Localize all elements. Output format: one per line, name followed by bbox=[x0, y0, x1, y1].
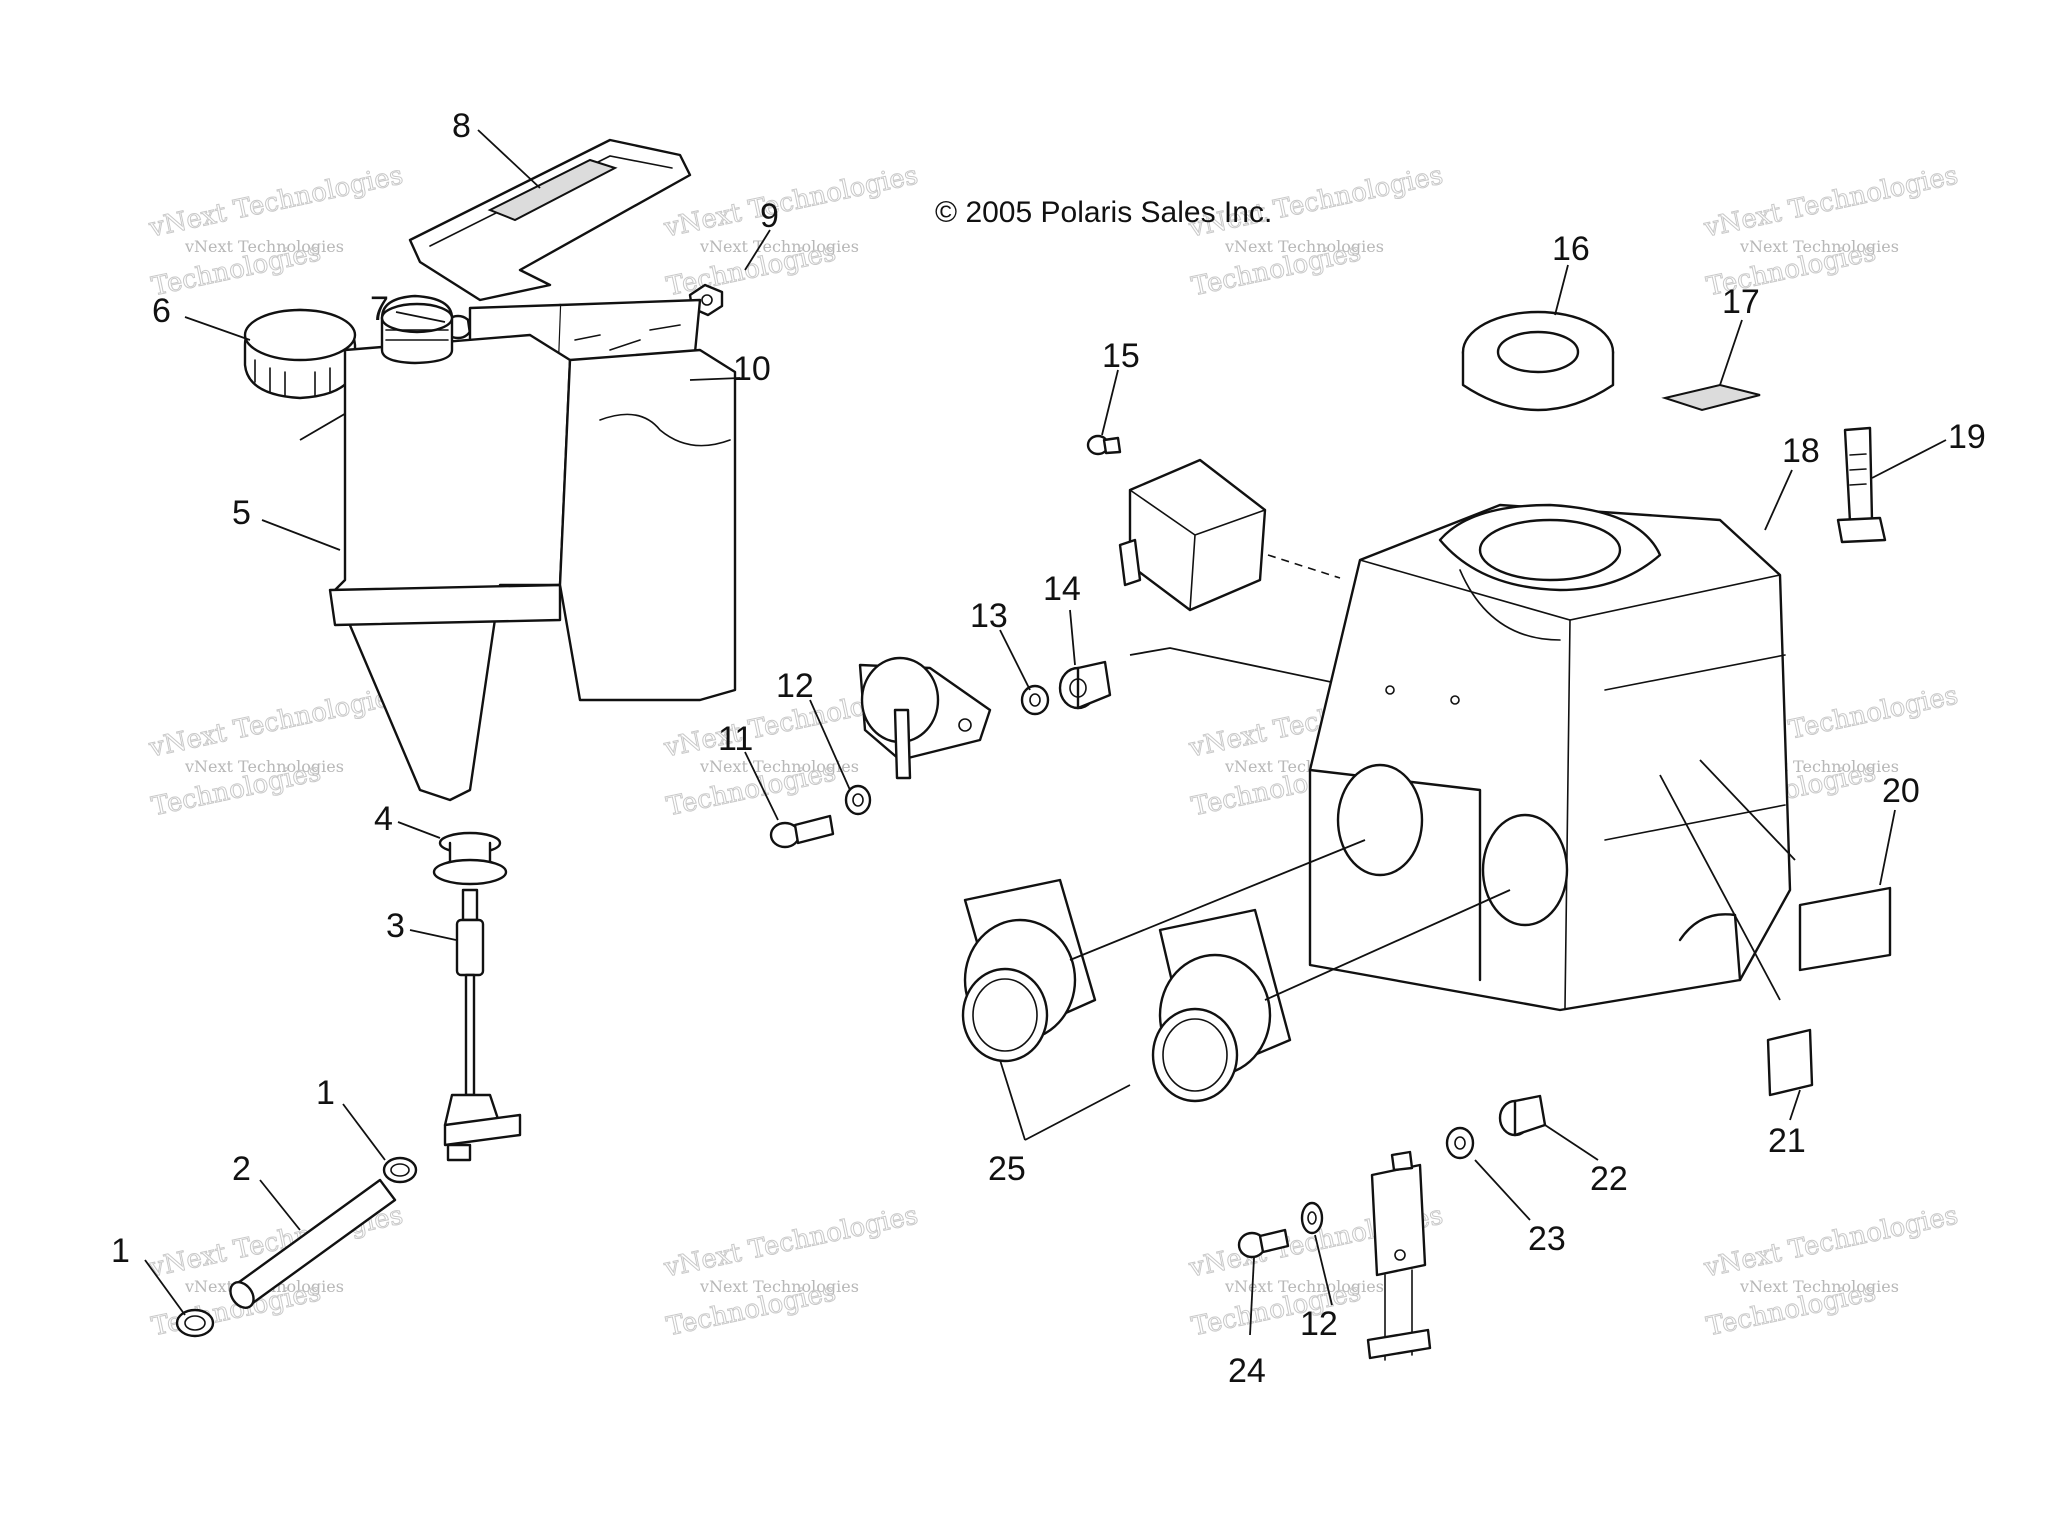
assembly-line-module bbox=[1267, 554, 1341, 579]
part-21-label bbox=[1766, 1028, 1814, 1097]
callout-numbers: 8 9 7 6 10 5 4 3 1 2 1 11 12 13 14 15 16… bbox=[111, 107, 1986, 1390]
part-5-oil-tank bbox=[328, 294, 737, 802]
part-4-grommet bbox=[432, 831, 508, 886]
watermark-text: vNext Technologies bbox=[1701, 1200, 1961, 1283]
callout-10: 10 bbox=[733, 350, 771, 388]
watermark-text: vNext Technologies bbox=[146, 680, 406, 763]
callout-25: 25 bbox=[988, 1150, 1026, 1188]
watermark-text: vNext Technologies bbox=[146, 160, 406, 243]
part-16-foam-ring bbox=[1461, 310, 1615, 412]
watermark-text: vNext Technologies bbox=[1224, 237, 1384, 256]
callout-21: 21 bbox=[1768, 1122, 1806, 1160]
part-15-screw bbox=[1086, 434, 1122, 456]
part-13-washer bbox=[1020, 684, 1050, 716]
part-22-spacer bbox=[1498, 1094, 1547, 1137]
part-19-latch bbox=[1836, 426, 1887, 544]
callout-24: 24 bbox=[1228, 1352, 1266, 1390]
part-11-bolt bbox=[769, 814, 835, 849]
part-14-spacer bbox=[1058, 660, 1112, 710]
callout-23: 23 bbox=[1528, 1220, 1566, 1258]
watermark-text: vNext Technologies bbox=[184, 757, 344, 776]
watermark-text: vNext Technologies bbox=[1739, 1277, 1899, 1296]
watermark-text: vNext Technologies bbox=[661, 160, 921, 243]
watermark-text: vNext Technologies bbox=[184, 237, 344, 256]
assembly-line-20 bbox=[1699, 759, 1796, 861]
watermark: vNext Technologies vNext Technologies Te… bbox=[1700, 1200, 1961, 1343]
part-12-washer-upper bbox=[844, 784, 872, 816]
part-3-pickup-sensor bbox=[443, 888, 522, 1162]
part-12-washer-lower bbox=[1300, 1201, 1324, 1235]
part-2-hose bbox=[229, 1178, 397, 1309]
part-20-label bbox=[1798, 886, 1892, 972]
part-8-tank-cover bbox=[408, 138, 692, 302]
assembly-line-boot-right bbox=[1264, 889, 1511, 1001]
callout-11: 11 bbox=[718, 720, 753, 758]
callout-12-upper: 12 bbox=[776, 667, 814, 705]
callout-5: 5 bbox=[232, 494, 251, 532]
watermark-text: vNext Technologies bbox=[699, 237, 859, 256]
callout-3: 3 bbox=[386, 907, 405, 945]
callout-16: 16 bbox=[1552, 230, 1590, 268]
callout-9: 9 bbox=[760, 197, 779, 235]
callout-2: 2 bbox=[232, 1150, 251, 1188]
watermark-text: vNext Technologies bbox=[699, 1277, 859, 1296]
watermark: vNext Technologies vNext Technologies Te… bbox=[660, 160, 921, 303]
callout-19: 19 bbox=[1948, 418, 1986, 456]
part-17-label bbox=[1661, 383, 1761, 412]
watermark: vNext Technologies vNext Technologies Te… bbox=[1185, 160, 1446, 303]
parts-layer bbox=[175, 138, 1892, 1361]
part-23-washer bbox=[1445, 1126, 1475, 1160]
watermark-text: vNext Technologies bbox=[1701, 160, 1961, 243]
part-18-airbox bbox=[1308, 503, 1792, 1012]
callout-18: 18 bbox=[1782, 432, 1820, 470]
watermark: vNext Technologies vNext Technologies Te… bbox=[145, 680, 406, 823]
watermark-text: vNext Technologies bbox=[1224, 1277, 1384, 1296]
ignition-coil bbox=[1366, 1150, 1432, 1361]
copyright-notice: © 2005 Polaris Sales Inc. bbox=[935, 196, 1272, 229]
callout-7: 7 bbox=[370, 290, 389, 328]
part-25-intake-boot-left bbox=[961, 878, 1097, 1063]
watermark-text: vNext Technologies bbox=[661, 1200, 921, 1283]
callout-6: 6 bbox=[152, 292, 171, 330]
callout-13: 13 bbox=[970, 597, 1008, 635]
part-24-bolt bbox=[1237, 1228, 1290, 1259]
watermark-text: vNext Technologies bbox=[1739, 237, 1899, 256]
assembly-line-21 bbox=[1659, 774, 1781, 1001]
fuel-pump bbox=[858, 656, 992, 780]
callout-leaders bbox=[144, 129, 1947, 1336]
callout-1-upper: 1 bbox=[316, 1074, 335, 1112]
watermark: vNext Technologies vNext Technologies Te… bbox=[660, 1200, 921, 1343]
part-1-hose-clamp-upper bbox=[382, 1156, 418, 1184]
part-6-tank-cap bbox=[243, 308, 357, 400]
watermark: vNext Technologies vNext Technologies Te… bbox=[1700, 160, 1961, 303]
assembly-line-boot-left bbox=[1069, 839, 1366, 961]
callout-1-lower: 1 bbox=[111, 1232, 130, 1270]
callout-22: 22 bbox=[1590, 1160, 1628, 1198]
callout-8: 8 bbox=[452, 107, 471, 145]
cdi-module bbox=[1118, 458, 1267, 612]
watermark: vNext Technologies vNext Technologies Te… bbox=[145, 160, 406, 303]
watermark-text: vNext Technologies bbox=[699, 757, 859, 776]
callout-17: 17 bbox=[1722, 283, 1760, 321]
part-1-hose-clamp-lower bbox=[175, 1308, 215, 1338]
callout-4: 4 bbox=[374, 800, 393, 838]
callout-15: 15 bbox=[1102, 337, 1140, 375]
callout-20: 20 bbox=[1882, 772, 1920, 810]
callout-14: 14 bbox=[1043, 570, 1081, 608]
part-25-intake-boot-right bbox=[1151, 908, 1292, 1103]
callout-12-lower: 12 bbox=[1300, 1305, 1338, 1343]
